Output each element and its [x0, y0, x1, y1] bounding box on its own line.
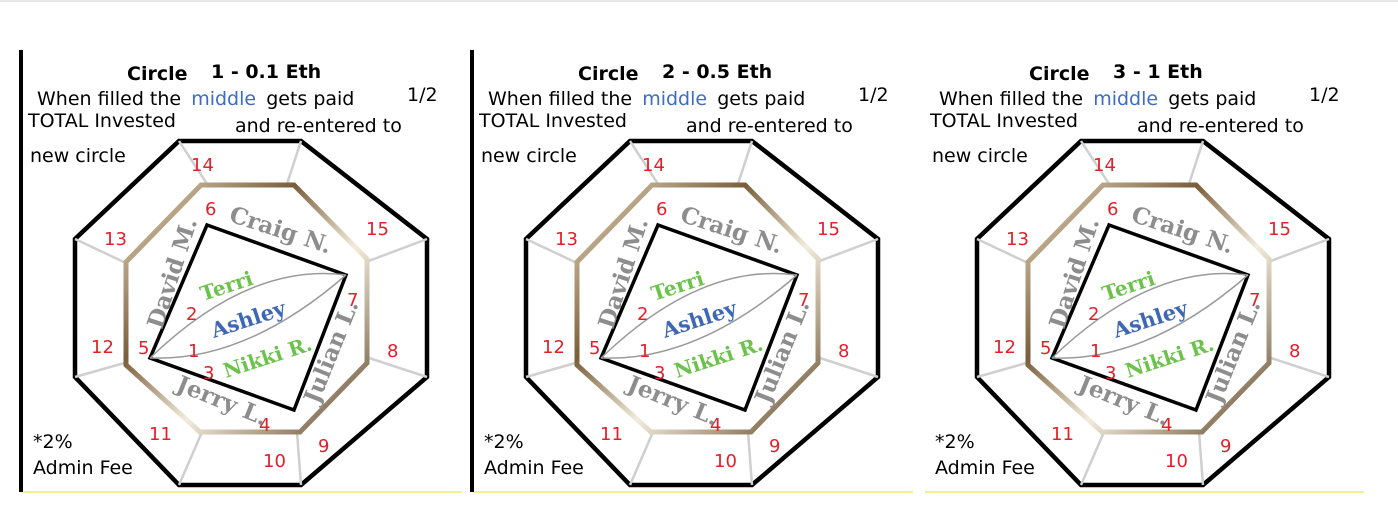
- position-4: 4: [259, 415, 270, 436]
- position-12: 12: [542, 337, 565, 358]
- circle-amount: 1 - 0.1 Eth: [211, 61, 321, 83]
- middle-word: middle: [642, 88, 707, 110]
- position-2: 2: [637, 304, 648, 325]
- position-13: 13: [104, 229, 127, 250]
- circle-panel-3: Circle 3 - 1 Eth When filled the middle …: [925, 61, 1364, 493]
- position-9: 9: [1220, 436, 1231, 457]
- octagon-diagram: 5 1 2 3 4 6 7 8 9 10 11 12 13 14 15 Crai…: [72, 138, 430, 488]
- new-circle-text: new circle: [30, 145, 126, 167]
- inner-ring: [574, 182, 821, 435]
- position-7: 7: [347, 290, 358, 311]
- inner-square: [598, 222, 800, 413]
- fee-label: Admin Fee: [33, 457, 133, 479]
- spokes: [525, 140, 879, 486]
- lens-curve-top: [149, 272, 347, 359]
- position-8: 8: [387, 341, 398, 362]
- position-14: 14: [642, 155, 665, 176]
- position-14: 14: [1093, 155, 1116, 176]
- position-12: 12: [993, 337, 1016, 358]
- position-1: 1: [1090, 341, 1101, 362]
- position-7: 7: [798, 290, 809, 311]
- description-line-1: When filled the middle gets paid: [939, 88, 1256, 110]
- octagon-diagram: 5 1 2 3 4 6 7 8 9 10 11 12 13 14 15 Crai…: [523, 138, 881, 488]
- position-4: 4: [1161, 415, 1172, 436]
- position-1: 1: [188, 341, 199, 362]
- position-6: 6: [1107, 199, 1118, 220]
- middle-word: middle: [1093, 88, 1158, 110]
- total-invested-text: TOTAL Invested: [27, 110, 176, 132]
- position-9: 9: [769, 436, 780, 457]
- circle-amount: 2 - 0.5 Eth: [662, 61, 772, 83]
- position-2: 2: [1088, 304, 1099, 325]
- position-3: 3: [1105, 363, 1116, 384]
- position-15: 15: [817, 219, 840, 240]
- position-3: 3: [203, 363, 214, 384]
- position-4: 4: [710, 415, 721, 436]
- position-2: 2: [186, 304, 197, 325]
- position-10: 10: [263, 451, 286, 472]
- inner-square: [1049, 222, 1251, 413]
- position-10: 10: [714, 451, 737, 472]
- payout-fraction: 1/2: [407, 84, 438, 106]
- position-11: 11: [1051, 424, 1074, 445]
- position-11: 11: [600, 424, 623, 445]
- circle-label: Circle: [127, 63, 188, 85]
- lens-curve-bottom: [1051, 274, 1249, 359]
- position-7: 7: [1249, 290, 1260, 311]
- inner-ring: [1025, 182, 1272, 435]
- circle-amount: 3 - 1 Eth: [1113, 61, 1203, 83]
- fee-label: Admin Fee: [935, 457, 1035, 479]
- circle-label: Circle: [578, 63, 639, 85]
- position-6: 6: [205, 199, 216, 220]
- lens-curve-top: [600, 272, 798, 359]
- spokes: [74, 140, 428, 486]
- position-14: 14: [191, 155, 214, 176]
- description-line-1: When filled the middle gets paid: [488, 88, 805, 110]
- payout-fraction: 1/2: [858, 84, 889, 106]
- lens-curve-top: [1051, 272, 1249, 359]
- position-13: 13: [555, 229, 578, 250]
- spokes: [976, 140, 1330, 486]
- position-13: 13: [1006, 229, 1029, 250]
- position-6: 6: [656, 199, 667, 220]
- new-circle-text: new circle: [932, 145, 1028, 167]
- circle-panel-2: Circle 2 - 0.5 Eth When filled the middl…: [470, 50, 913, 493]
- position-15: 15: [366, 219, 389, 240]
- fee-label: Admin Fee: [484, 457, 584, 479]
- middle-word: middle: [191, 88, 256, 110]
- payout-fraction: 1/2: [1309, 84, 1340, 106]
- total-invested-text: TOTAL Invested: [478, 110, 627, 132]
- position-5: 5: [1040, 338, 1051, 359]
- circle-panel-1: Circle 1 - 0.1 Eth When filled the middl…: [19, 50, 462, 493]
- octagon-diagram: 5 1 2 3 4 6 7 8 9 10 11 12 13 14 15 Crai…: [974, 138, 1332, 488]
- reentered-text: and re-entered to: [235, 115, 402, 137]
- description-line-1: When filled the middle gets paid: [37, 88, 354, 110]
- position-12: 12: [91, 337, 114, 358]
- lens-curve-bottom: [600, 274, 798, 359]
- reentered-text: and re-entered to: [686, 115, 853, 137]
- position-8: 8: [838, 341, 849, 362]
- position-8: 8: [1289, 341, 1300, 362]
- total-invested-text: TOTAL Invested: [929, 110, 1078, 132]
- new-circle-text: new circle: [481, 145, 577, 167]
- lens-curve-bottom: [149, 274, 347, 359]
- fee-percent: *2%: [33, 431, 73, 453]
- position-5: 5: [138, 338, 149, 359]
- position-11: 11: [149, 424, 172, 445]
- circle-label: Circle: [1029, 63, 1090, 85]
- inner-square: [147, 222, 349, 413]
- reentered-text: and re-entered to: [1137, 115, 1304, 137]
- position-9: 9: [318, 436, 329, 457]
- fee-percent: *2%: [935, 431, 975, 453]
- position-5: 5: [589, 338, 600, 359]
- position-15: 15: [1268, 219, 1291, 240]
- position-10: 10: [1165, 451, 1188, 472]
- position-3: 3: [654, 363, 665, 384]
- fee-percent: *2%: [484, 431, 524, 453]
- inner-ring: [123, 182, 370, 435]
- position-1: 1: [639, 341, 650, 362]
